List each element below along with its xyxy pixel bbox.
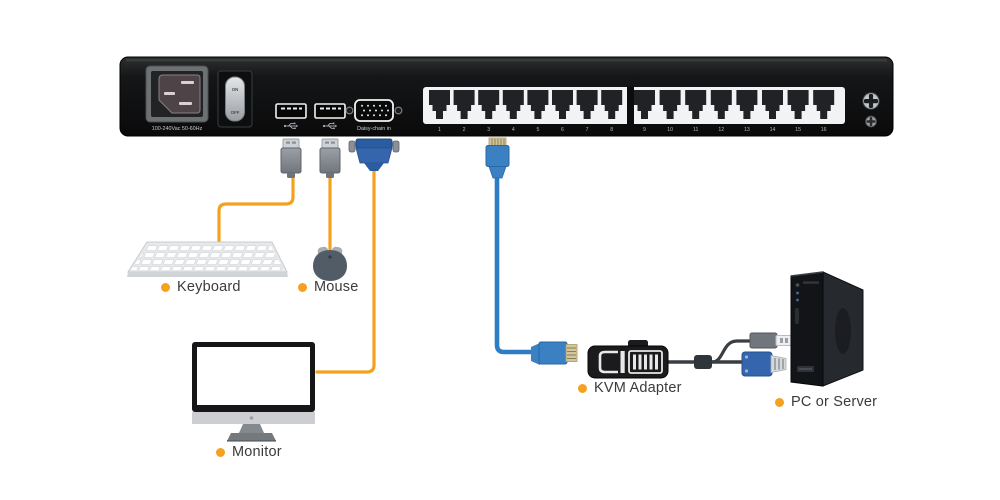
svg-text:3: 3 bbox=[487, 127, 490, 133]
monitor-label-text: Monitor bbox=[232, 444, 282, 460]
svg-text:8: 8 bbox=[610, 127, 613, 133]
port-numbers: 1 2 3 4 5 6 7 8 9 10 11 12 13 14 15 16 bbox=[438, 127, 827, 133]
svg-text:7: 7 bbox=[586, 127, 589, 133]
svg-text:14: 14 bbox=[770, 127, 776, 133]
vga-plug-pc bbox=[741, 351, 787, 377]
keyboard-label: Keyboard bbox=[161, 279, 241, 295]
rj45-port-bank bbox=[423, 87, 845, 124]
orange-bullet-icon bbox=[161, 282, 170, 292]
svg-text:10: 10 bbox=[667, 127, 673, 133]
kvm-adapter-label-text: KVM Adapter bbox=[594, 380, 682, 396]
switch-top-highlight bbox=[126, 59, 887, 62]
orange-bullet-icon bbox=[298, 282, 307, 292]
adapter-usb-branch bbox=[710, 339, 754, 364]
power-pin bbox=[181, 81, 194, 84]
keyboard-illustration bbox=[127, 241, 288, 277]
ferrite-bead bbox=[694, 355, 712, 369]
pc-or-server-label: PC or Server bbox=[775, 394, 877, 410]
mouse-label: Mouse bbox=[298, 279, 359, 295]
monitor-label: Monitor bbox=[216, 444, 282, 460]
rj45-plug-top bbox=[485, 137, 510, 179]
power-pin bbox=[179, 102, 192, 105]
usb-icon bbox=[283, 122, 338, 130]
kvm-cat5-cable bbox=[494, 173, 541, 355]
monitor-cable bbox=[315, 168, 376, 374]
ground-screw-icon bbox=[865, 115, 877, 128]
pc-or-server-label-text: PC or Server bbox=[791, 394, 878, 410]
kvm-adapter-label: KVM Adapter bbox=[578, 380, 682, 396]
usb-plug-mouse bbox=[319, 138, 341, 178]
orange-bullet-icon bbox=[578, 383, 587, 393]
svg-text:6: 6 bbox=[561, 127, 564, 133]
svg-text:16: 16 bbox=[821, 127, 827, 133]
svg-text:5: 5 bbox=[536, 127, 539, 133]
svg-text:13: 13 bbox=[744, 127, 750, 133]
svg-text:1: 1 bbox=[438, 127, 441, 133]
usb-port-2[interactable] bbox=[314, 103, 346, 119]
keyboard-cable bbox=[217, 174, 295, 243]
usb-plug-keyboard bbox=[280, 138, 302, 178]
power-inlet bbox=[145, 65, 209, 123]
switch-on-label: ON bbox=[232, 87, 239, 92]
mouse-illustration bbox=[313, 246, 347, 281]
rj45-plug-adapter bbox=[531, 341, 578, 365]
phillips-screw-icon bbox=[862, 92, 880, 110]
usb-port-1[interactable] bbox=[275, 103, 307, 119]
svg-text:4: 4 bbox=[512, 127, 515, 133]
usb-plug-pc bbox=[749, 332, 792, 349]
svg-text:15: 15 bbox=[795, 127, 801, 133]
monitor-illustration bbox=[192, 342, 315, 442]
pc-tower-illustration bbox=[790, 271, 864, 387]
svg-text:2: 2 bbox=[463, 127, 466, 133]
power-pin bbox=[164, 92, 175, 95]
power-switch[interactable]: ON OFF bbox=[217, 70, 253, 128]
svg-text:9: 9 bbox=[643, 127, 646, 133]
svg-text:11: 11 bbox=[693, 127, 698, 133]
orange-bullet-icon bbox=[775, 397, 784, 407]
keyboard-label-text: Keyboard bbox=[177, 279, 241, 295]
power-rating-label: 100-240Vac 50-60Hz bbox=[152, 126, 203, 132]
orange-bullet-icon bbox=[216, 447, 225, 457]
svg-text:12: 12 bbox=[718, 127, 724, 133]
daisy-chain-port[interactable] bbox=[345, 99, 403, 122]
daisy-chain-label: Daisy-chain in bbox=[357, 126, 391, 132]
switch-off-label: OFF bbox=[231, 110, 240, 115]
kvm-adapter-device bbox=[587, 340, 669, 379]
mouse-label-text: Mouse bbox=[314, 279, 359, 295]
vga-plug-daisy bbox=[348, 138, 400, 171]
kvm-switch: 100-240Vac 50-60Hz ON OFF bbox=[119, 56, 894, 137]
